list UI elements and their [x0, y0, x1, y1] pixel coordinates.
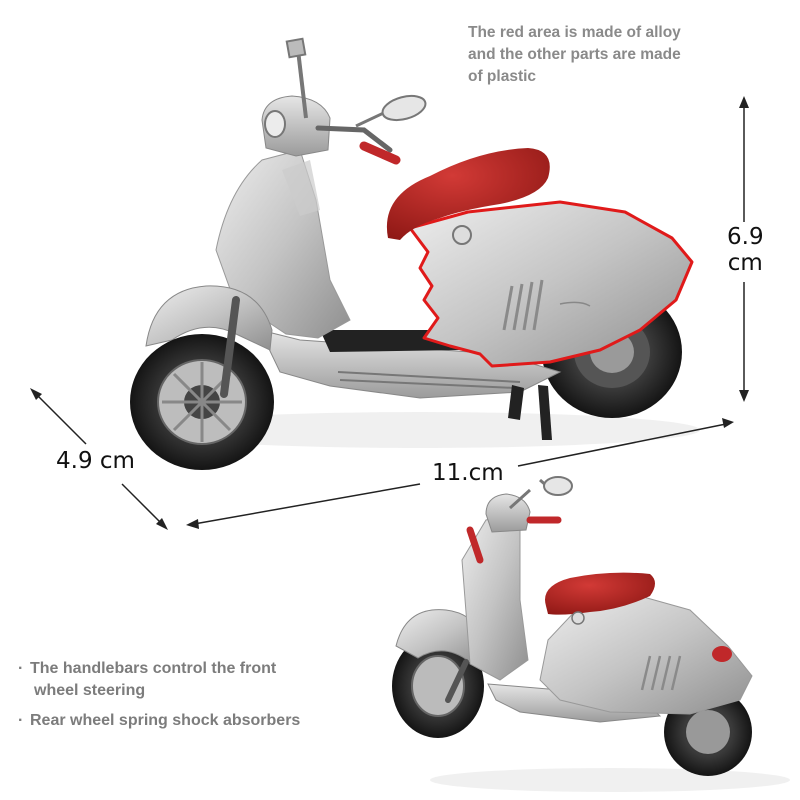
width-label: 4.9 cm — [56, 448, 135, 474]
material-note: The red area is made of alloy and the ot… — [468, 22, 768, 88]
height-value: 6.9 — [727, 224, 764, 250]
seat — [386, 148, 550, 240]
front-wheel — [130, 334, 274, 470]
main-scooter-image — [130, 37, 700, 470]
length-label: 11.cm — [432, 460, 504, 486]
feature-shock-absorbers: · Rear wheel spring shock absorbers — [18, 710, 300, 732]
feature-steering-line-1: The handlebars control the front — [30, 660, 277, 677]
length-arrow — [186, 418, 734, 529]
height-label: 6.9 cm — [727, 224, 764, 276]
material-note-line-1: The red area is made of alloy — [468, 24, 681, 41]
alloy-area-outline — [408, 200, 694, 368]
feature-bullet: · — [18, 660, 24, 677]
feature-bullet: · — [18, 712, 24, 729]
material-note-line-3: of plastic — [468, 68, 537, 85]
height-unit: cm — [727, 250, 763, 276]
secondary-scooter-image — [392, 476, 790, 792]
width-arrow — [30, 388, 168, 530]
feature-steering: · The handlebars control the front wheel … — [18, 658, 276, 702]
feature-shock-line: Rear wheel spring shock absorbers — [30, 712, 301, 729]
feature-steering-line-2: wheel steering — [34, 682, 146, 699]
height-arrow — [739, 96, 749, 402]
material-note-line-2: and the other parts are made — [468, 46, 681, 63]
dimension-arrows — [30, 96, 749, 530]
